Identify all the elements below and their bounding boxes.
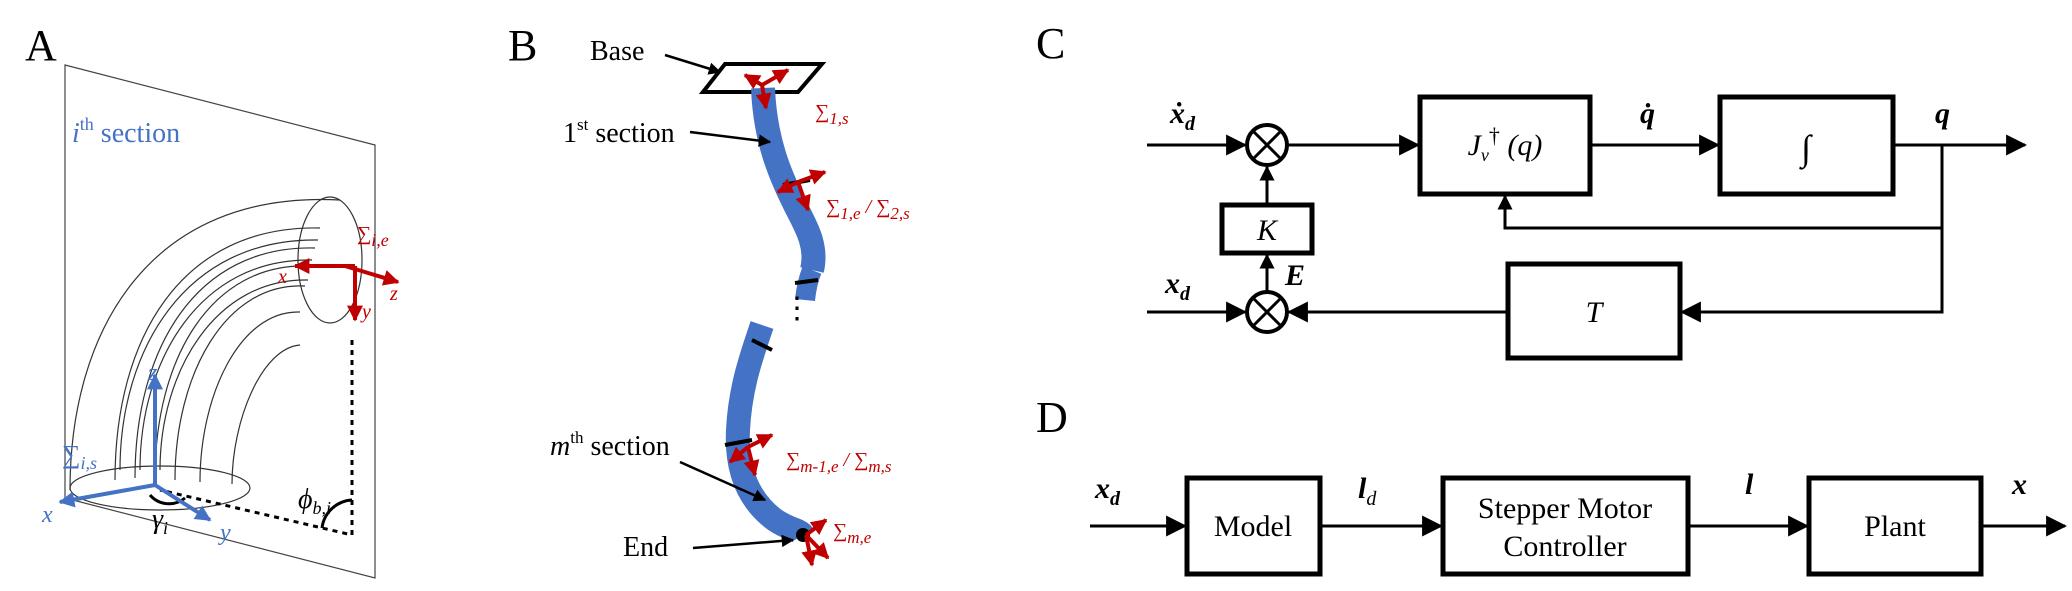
joint-3 (751, 338, 773, 352)
end-frame: ∑i,e x z y (277, 223, 400, 323)
phi-arc (320, 498, 353, 529)
axis-x-end: x (277, 266, 287, 288)
first-section-pointer (689, 130, 772, 147)
panel-label-c: C (1036, 19, 1065, 68)
sum-junction-top (1245, 123, 1289, 167)
frame-end-label: ∑i,e (357, 223, 389, 250)
base-plate (698, 62, 827, 94)
ellipsis: ⋮ (782, 292, 812, 325)
block-integral-label: ∫ (1799, 128, 1813, 170)
signal-qdot: q̇ (1640, 97, 1655, 130)
end-label: End (623, 532, 668, 563)
d-input-xd: xd (1094, 472, 1121, 510)
wires-c (1147, 134, 2028, 323)
first-section-label: 1st section (563, 115, 675, 149)
panel-label-a: A (25, 21, 57, 70)
frame-1s-label: ∑1,s (815, 101, 849, 128)
robot-segment-lower (725, 321, 814, 544)
output-q: q (1935, 97, 1950, 130)
block-t (1505, 261, 1683, 361)
gamma-label: γi (152, 504, 168, 538)
panel-b: B ⋮ ∑1,s ∑1,e / ∑2,s (508, 21, 910, 567)
axis-z-start: z (147, 360, 158, 386)
block-plant (1806, 475, 1984, 577)
base-label: Base (590, 36, 644, 67)
frame-start-label: ∑i,s (62, 440, 97, 473)
panel-label-b: B (508, 21, 537, 70)
frame-me-label: ∑m,e (833, 520, 872, 547)
block-controller-line2: Controller (1503, 530, 1626, 563)
input-xd-dot: ẋd (1169, 97, 1196, 135)
block-model-label: Model (1214, 510, 1292, 543)
curved-tube (69, 198, 341, 491)
axis-z-end: z (389, 283, 398, 305)
panel-d: D Model Stepper Motor Controller Plant x… (1036, 393, 2068, 577)
block-stepper-controller (1440, 475, 1691, 577)
sum-junction-bottom (1245, 290, 1289, 334)
block-model (1184, 475, 1323, 577)
block-plant-label: Plant (1864, 510, 1926, 543)
output-x: x (2011, 468, 2027, 501)
robot-segment-upper-tail (795, 266, 822, 302)
block-integral (1717, 94, 1896, 197)
mth-section-label: mth section (550, 428, 670, 462)
panel-label-d: D (1036, 393, 1068, 442)
axis-y-end: y (360, 301, 371, 323)
end-pointer (692, 534, 795, 550)
start-frame: ∑i,s z x y (41, 360, 231, 546)
axis-y-start: y (218, 520, 231, 546)
axis-x-start: x (41, 502, 53, 528)
frame-m1e-ms-label: ∑m-1,e / ∑m,s (786, 449, 892, 476)
mth-section-pointer (679, 460, 767, 502)
signal-ld: ld (1358, 472, 1377, 510)
phi-label: ϕb,i (298, 484, 331, 518)
block-controller-line1: Stepper Motor (1478, 492, 1652, 525)
panel-c: C Jv† (q) ∫ K T (1036, 19, 2028, 361)
base-pointer (664, 53, 722, 75)
signal-l: l (1745, 468, 1754, 501)
joint-2 (794, 278, 819, 285)
frame-1e-2s-label: ∑1,e / ∑2,s (826, 196, 910, 223)
joint-4 (724, 438, 753, 447)
block-jacobian-label: Jv† (q) (1468, 123, 1543, 165)
frames-red (728, 68, 830, 567)
signal-e: E (1284, 259, 1305, 292)
section-label: ith section (72, 114, 180, 149)
block-jacobian (1417, 94, 1593, 197)
projection-lines (159, 340, 354, 537)
start-cross-section (69, 465, 251, 511)
robot-segment-upper (751, 87, 826, 273)
block-t-label: T (1586, 296, 1605, 329)
section-plane (64, 64, 376, 579)
block-k-label: K (1256, 214, 1279, 247)
input-xd: xd (1164, 267, 1191, 305)
panel-a: A ith section ∑i,e x (25, 21, 400, 579)
